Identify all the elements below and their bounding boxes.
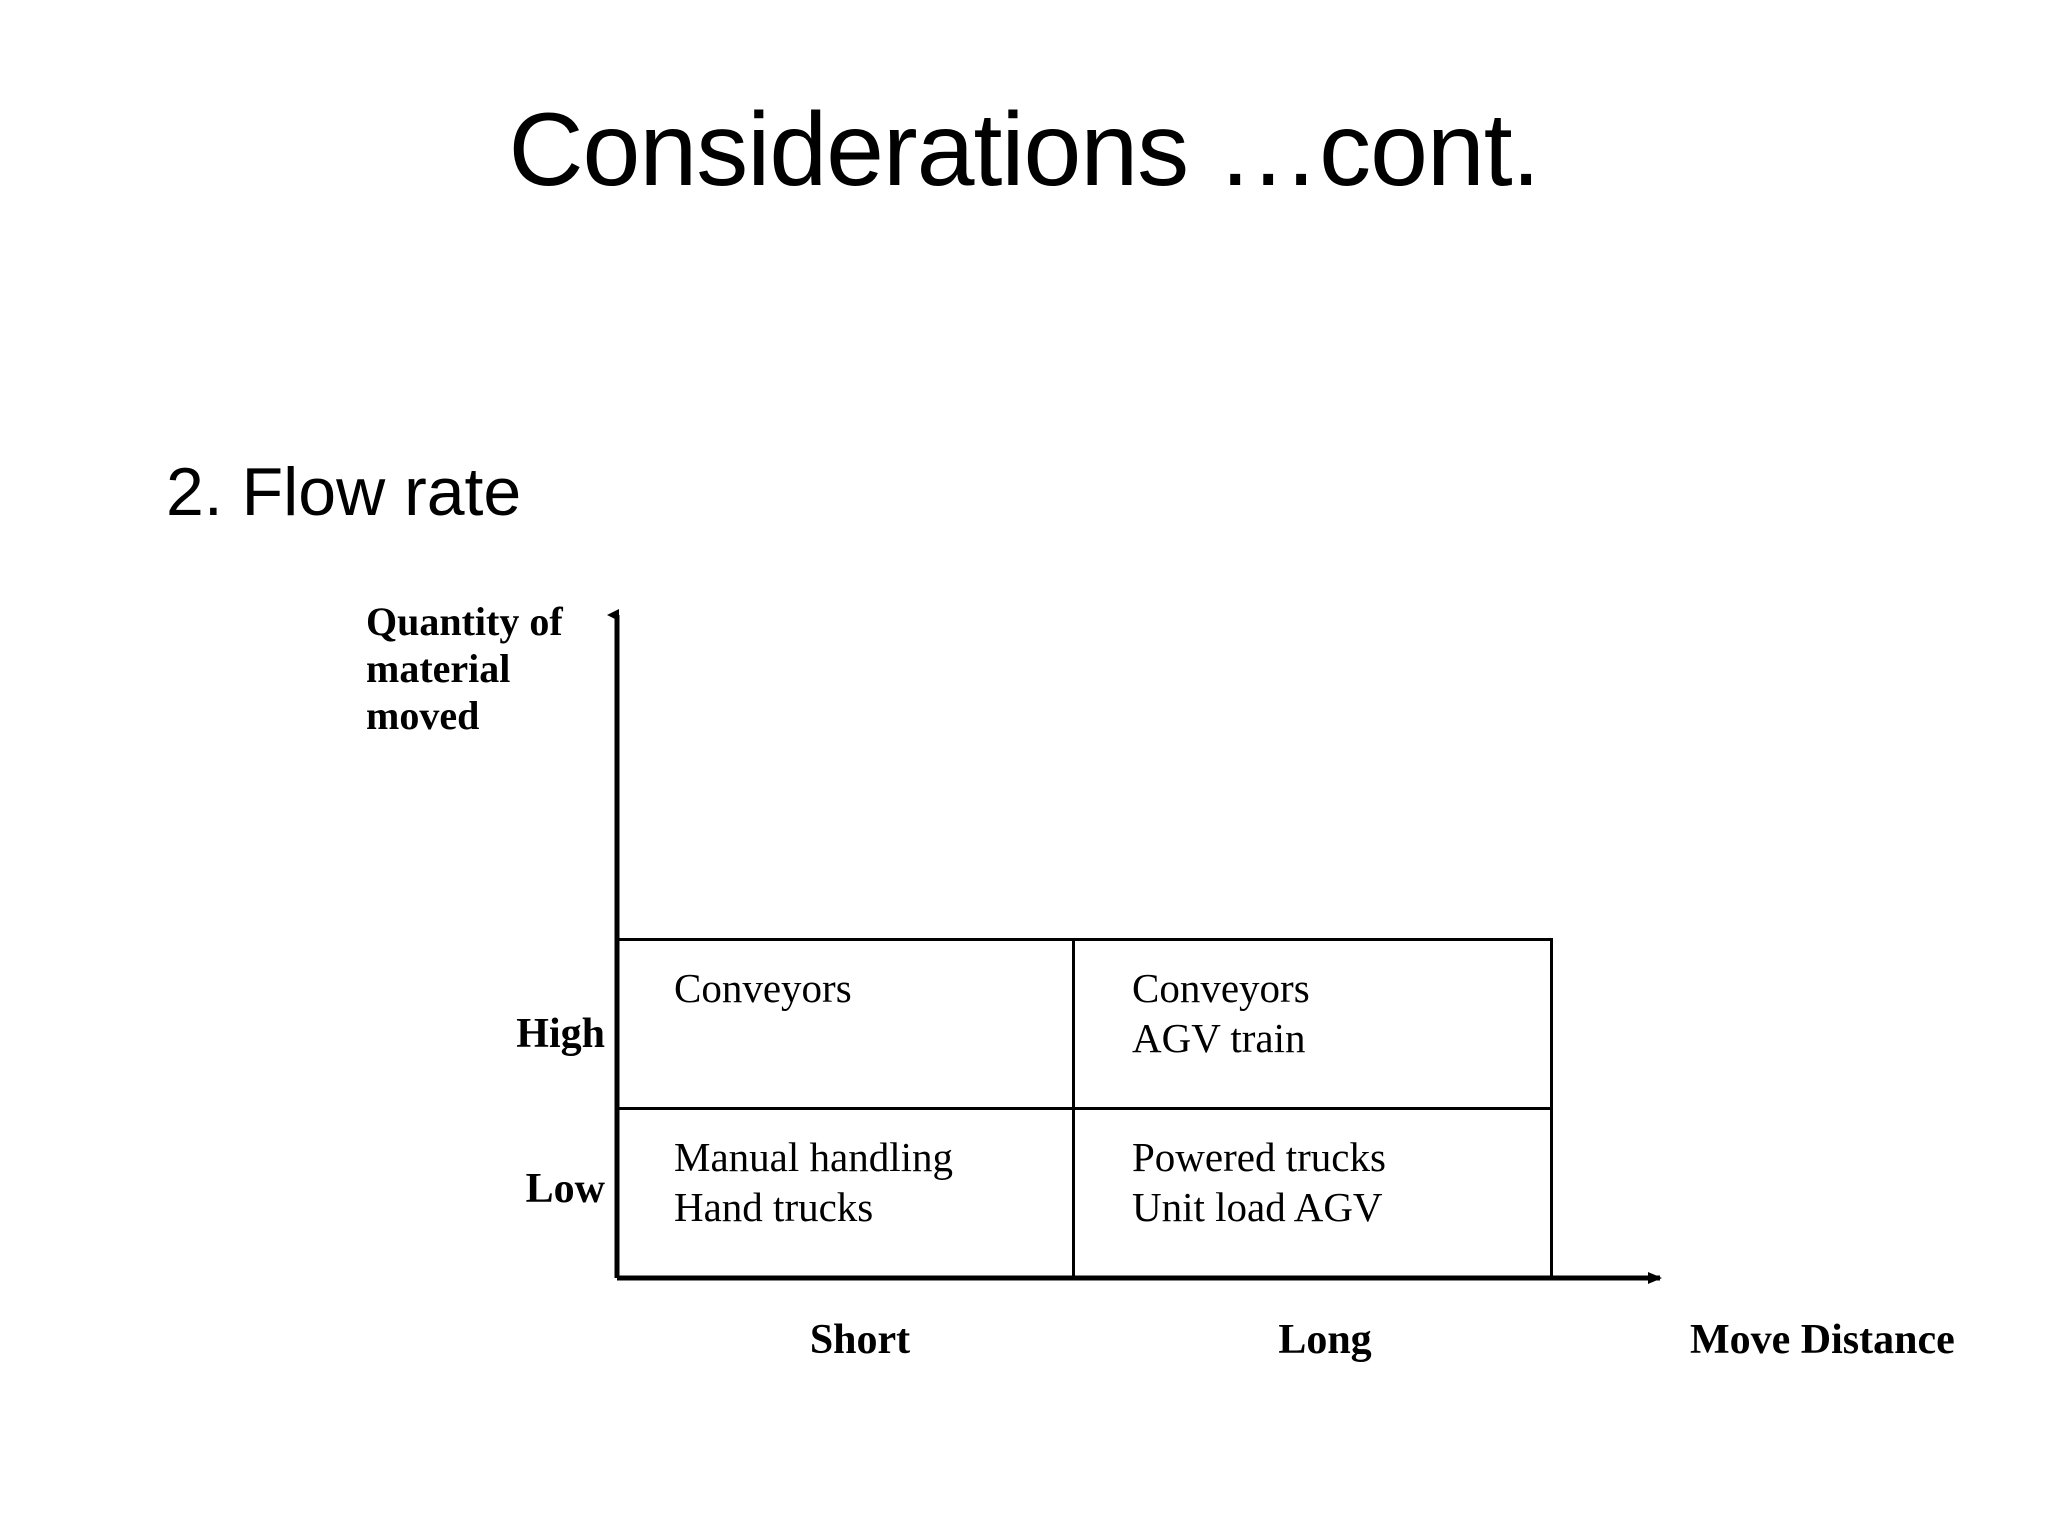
matrix-cell-low-long: Powered trucks Unit load AGV — [1075, 1110, 1550, 1279]
matrix-cell-high-long: Conveyors AGV train — [1075, 941, 1550, 1107]
slide-title: Considerations …cont. — [508, 92, 1540, 208]
matrix-cell-item: Conveyors — [1132, 965, 1310, 1011]
x-axis-title: Move Distance — [1690, 1317, 1955, 1363]
section-heading: 2. Flow rate — [166, 454, 522, 530]
matrix-cell-item: Powered trucks — [1132, 1134, 1386, 1180]
equipment-matrix: Conveyors Conveyors AGV train Manual han… — [617, 938, 1553, 1279]
y-axis-title: Quantity of material moved — [366, 598, 616, 740]
y-axis-title-line-2: material — [366, 646, 511, 692]
matrix-row-high: Conveyors Conveyors AGV train — [617, 941, 1550, 1110]
y-axis-title-line-3: moved — [366, 693, 480, 739]
x-tick-label-short: Short — [809, 1317, 911, 1363]
matrix-cell-low-short: Manual handling Hand trucks — [617, 1110, 1075, 1279]
matrix-cell-item: Conveyors — [674, 965, 852, 1011]
matrix-cell-item: AGV train — [1132, 1015, 1306, 1062]
matrix-cell-item: Manual handling — [674, 1134, 953, 1180]
matrix-cell-item: Hand trucks — [674, 1184, 874, 1231]
row-label-low: Low — [525, 1166, 605, 1212]
y-axis-title-line-1: Quantity of — [366, 599, 563, 644]
row-label-high: High — [516, 1011, 605, 1057]
matrix-cell-high-short: Conveyors — [617, 941, 1075, 1107]
matrix-row-low: Manual handling Hand trucks Powered truc… — [617, 1110, 1550, 1279]
matrix-cell-item: Unit load AGV — [1132, 1184, 1383, 1231]
x-tick-label-long: Long — [1278, 1317, 1372, 1363]
